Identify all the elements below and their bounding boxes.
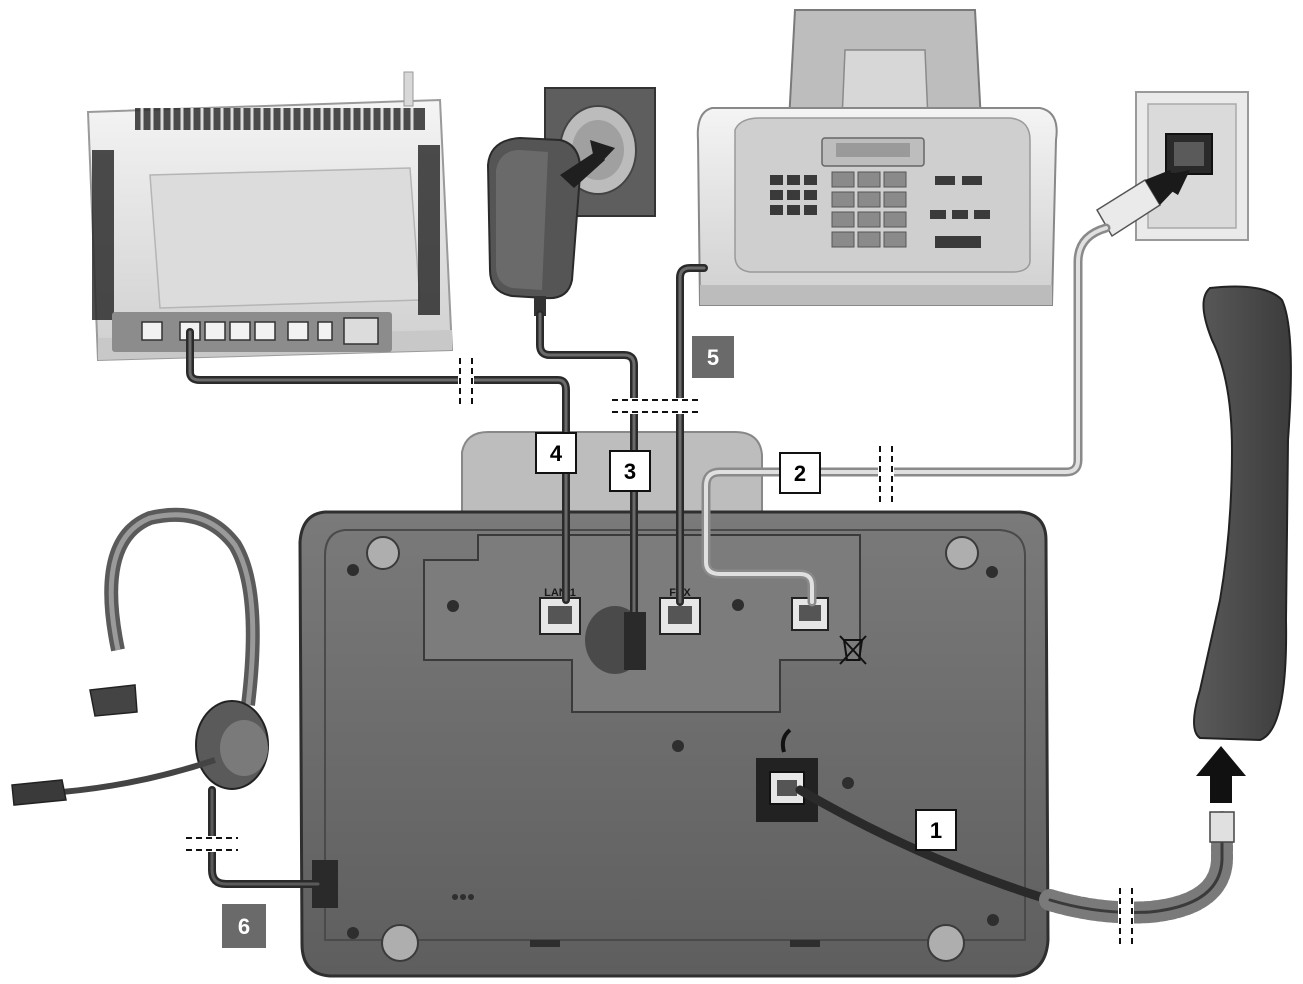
telephone-handset-icon	[1193, 285, 1292, 742]
callout-3: 3	[609, 450, 651, 492]
cable-break-marks	[186, 358, 1134, 944]
cable-telephone-line	[701, 223, 1111, 607]
fax-machine-icon	[696, 9, 1058, 306]
arrow-up-icon	[1196, 746, 1246, 803]
cable-headset	[208, 786, 322, 888]
headset-icon	[11, 507, 269, 806]
desk-phone-base-icon	[298, 431, 1050, 978]
cable-power	[536, 310, 646, 670]
cable-lan	[186, 328, 570, 604]
handset-symbol-icon	[780, 728, 792, 753]
callout-6-label: 6	[238, 914, 250, 939]
callout-6: 6	[222, 904, 266, 948]
callout-1-label: 1	[930, 818, 942, 843]
callout-2-label: 2	[794, 461, 806, 486]
router-icon	[86, 71, 454, 362]
power-adapter-icon	[486, 136, 615, 316]
callout-3-label: 3	[624, 459, 636, 484]
cable-fax	[676, 264, 708, 606]
callout-5: 5	[692, 336, 734, 378]
callout-1: 1	[915, 809, 957, 851]
port-label-lan1: LAN 1	[544, 587, 576, 599]
recycle-bin-icon	[839, 635, 867, 665]
phone-wall-jack-icon	[1095, 91, 1249, 241]
callout-2: 2	[779, 452, 821, 494]
callout-5-label: 5	[707, 345, 719, 370]
callout-4: 4	[535, 432, 577, 474]
callout-4-label: 4	[550, 441, 563, 466]
cable-handset-coiled	[795, 785, 1235, 924]
